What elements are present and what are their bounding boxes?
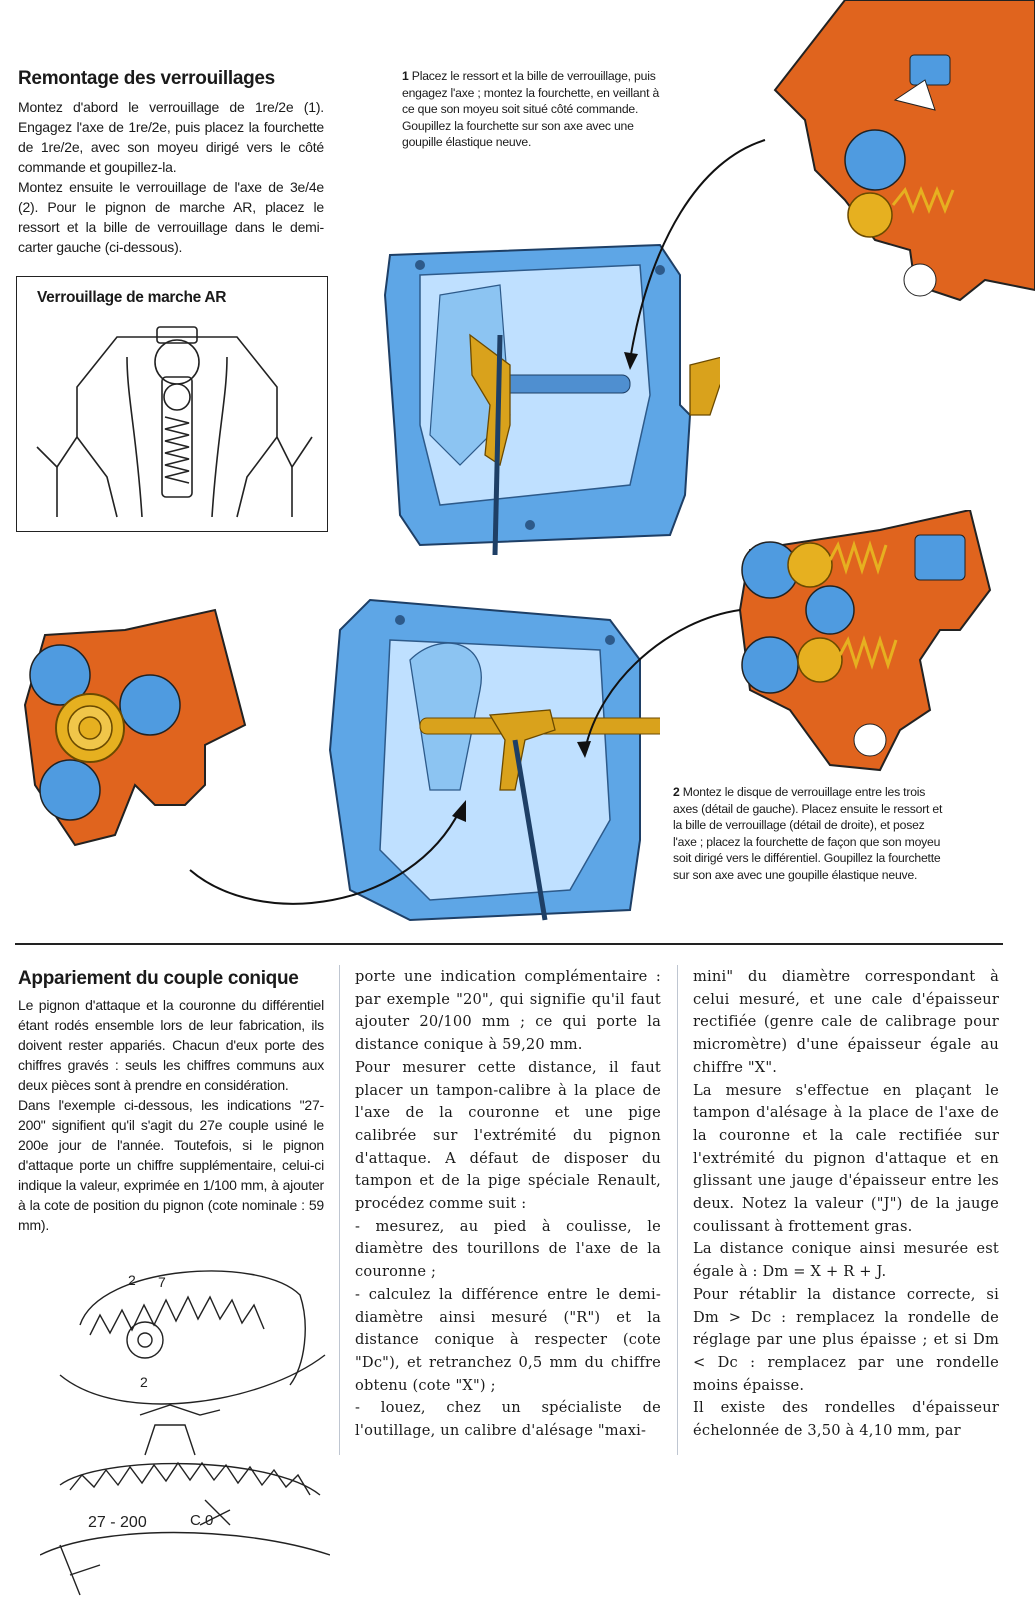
connector-curve-1 [624, 139, 766, 370]
appariement-col3-paragraph-2: La mesure s'effectue en plaçant le tampo… [693, 1081, 999, 1235]
column-rule-2 [677, 965, 678, 1455]
appariement-col-2: porte une indication complémentaire : pa… [355, 966, 661, 1443]
caption-2-text: Montez le disque de verrouillage entre l… [673, 785, 943, 882]
appariement-col3-paragraph-3: La distance conique ainsi mesurée est ég… [693, 1240, 999, 1281]
appariement-col3-paragraph-5: Il existe des rondelles d'épaisseur éche… [693, 1399, 999, 1440]
caption-1-number: 1 [402, 69, 409, 83]
appariement-col1-paragraph-2: Dans l'exemple ci-dessous, les indicatio… [18, 1097, 324, 1233]
caption-1: 1 Placez le ressort et la bille de verro… [402, 68, 674, 151]
verrouillages-paragraph-1: Montez d'abord le verrouillage de 1re/2e… [18, 99, 324, 175]
lock-detail-right-bottom [738, 510, 992, 772]
reverse-lock-drawing [36, 326, 313, 518]
appariement-col2-paragraph-3: - mesurez, au pied à coulisse, le diamèt… [355, 1217, 661, 1281]
connector-curve-3 [577, 609, 741, 758]
reverse-lock-box-title: Verrouillage de marche AR [37, 289, 227, 306]
connector-curve-2 [189, 800, 466, 905]
gearbox-illustration-2 [328, 598, 660, 922]
gearbox-illustration-1 [383, 243, 720, 556]
gear-mark-bottom: 2 [140, 1374, 148, 1390]
appariement-col-1: Le pignon d'attaque et la couronne du di… [18, 995, 324, 1235]
appariement-col2-paragraph-5: - louez, chez un spécialiste de l'outill… [355, 1399, 661, 1440]
appariement-col-3: mini" du diamètre correspondant à celui … [693, 966, 999, 1443]
appariement-col3-paragraph-4: Pour rétablir la distance correcte, si D… [693, 1285, 999, 1394]
appariement-col2-paragraph-4: - calculez la différence entre le demi-d… [355, 1285, 661, 1394]
caption-2: 2 Montez le disque de verrouillage entre… [673, 784, 945, 883]
appariement-col2-paragraph-2: Pour mesurer cette distance, il faut pla… [355, 1058, 661, 1213]
column-rule-1 [339, 965, 340, 1455]
lock-detail-left-bottom [23, 608, 247, 847]
caption-1-text: Placez le ressort et la bille de verroui… [402, 69, 660, 149]
gear-stamp-code: 27 - 200 [88, 1514, 147, 1531]
gear-marking-drawing: 2 7 2 27 - 200 C 0 [40, 1270, 330, 1596]
reverse-lock-box: Verrouillage de marche AR [16, 276, 328, 532]
appariement-col1-paragraph-1: Le pignon d'attaque et la couronne du di… [18, 997, 324, 1093]
section-divider [15, 943, 1003, 945]
section-title-verrouillages: Remontage des verrouillages [18, 68, 275, 89]
section-title-appariement: Appariement du couple conique [18, 968, 299, 989]
appariement-col2-paragraph-1: porte une indication complémentaire : pa… [355, 968, 661, 1054]
verrouillages-paragraph-2: Montez ensuite le verrouillage de l'axe … [18, 179, 324, 255]
caption-2-number: 2 [673, 785, 680, 799]
gear-mark-top-right: 7 [158, 1274, 166, 1290]
verrouillages-text: Montez d'abord le verrouillage de 1re/2e… [18, 97, 324, 257]
appariement-col3-paragraph-1: mini" du diamètre correspondant à celui … [693, 968, 999, 1076]
gear-stamp-extra: C 0 [190, 1512, 213, 1529]
gear-mark-top-left: 2 [128, 1272, 136, 1288]
lock-detail-right-top [773, 0, 1035, 302]
